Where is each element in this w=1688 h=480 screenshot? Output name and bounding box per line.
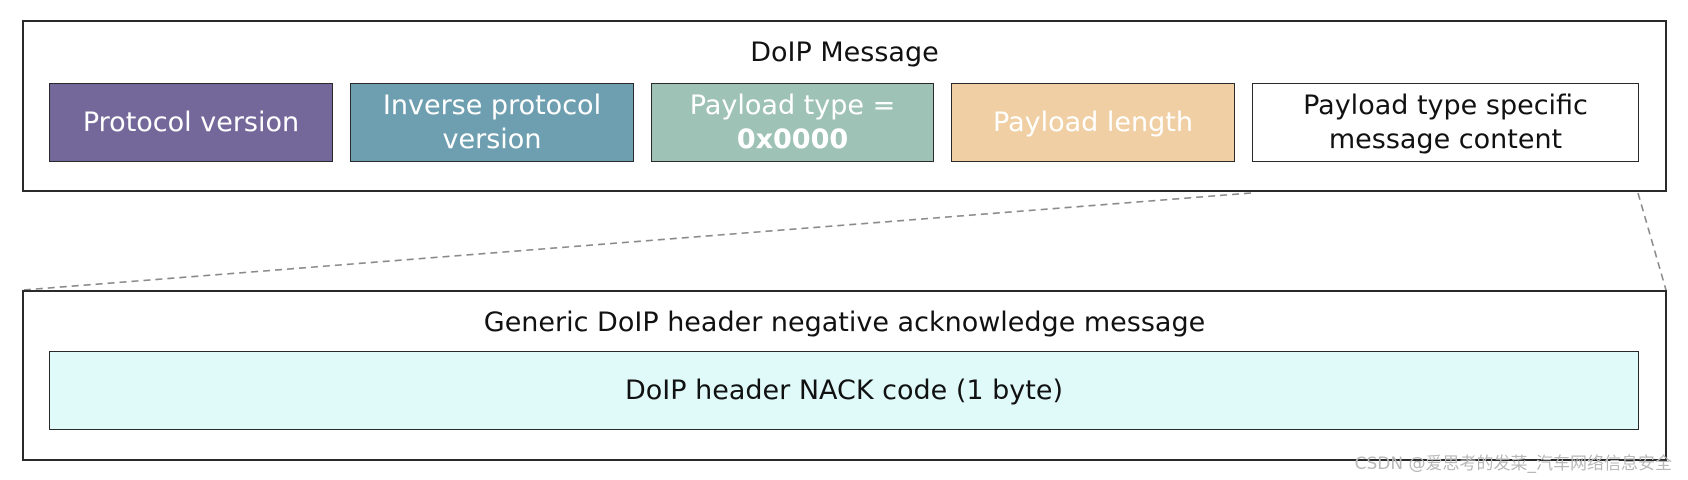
payload-type-field: Payload type = 0x0000 (651, 83, 934, 162)
inverse-protocol-version-label-line1: Inverse protocol (382, 89, 602, 121)
protocol-version-label: Protocol version (82, 106, 300, 138)
payload-length-label: Payload length (993, 106, 1193, 138)
generic-nack-message-box: Generic DoIP header negative acknowledge… (22, 290, 1667, 461)
payload-type-label: Payload type = (689, 89, 896, 121)
connector-left-dashed-line (22, 192, 1252, 291)
doip-message-box: DoIP Message Protocol version Inverse pr… (22, 20, 1667, 192)
payload-length-field: Payload length (951, 83, 1235, 162)
inverse-protocol-version-field: Inverse protocol version (350, 83, 634, 162)
payload-type-value: 0x0000 (736, 123, 849, 155)
connector-right-dashed-line (1637, 192, 1667, 291)
nack-code-field: DoIP header NACK code (1 byte) (49, 351, 1639, 430)
nack-code-label: DoIP header NACK code (1 byte) (624, 374, 1063, 406)
watermark-text: CSDN @爱思考的发菜_汽车网络信息安全 (1354, 454, 1672, 474)
inverse-protocol-version-label-line2: version (442, 123, 542, 155)
payload-content-label-line1: Payload type specific (1303, 89, 1588, 121)
protocol-version-field: Protocol version (49, 83, 333, 162)
payload-content-field: Payload type specific message content (1252, 83, 1639, 162)
doip-message-title: DoIP Message (750, 37, 939, 68)
payload-content-label-line2: message content (1328, 123, 1563, 155)
generic-nack-message-title: Generic DoIP header negative acknowledge… (483, 307, 1206, 338)
